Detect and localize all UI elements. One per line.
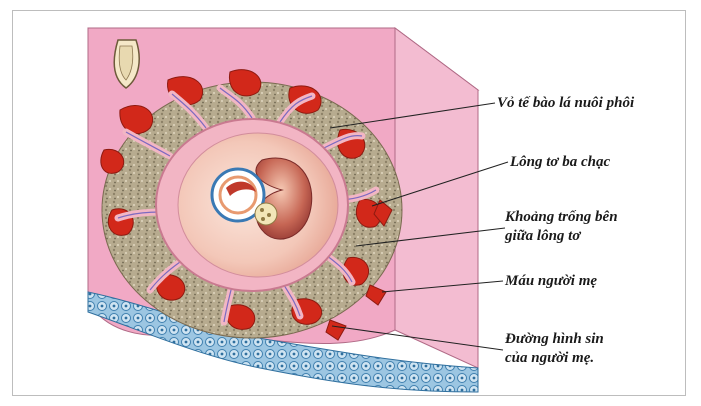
label-line: Khoảng trống bên <box>505 208 618 227</box>
label-line: của người mẹ. <box>505 349 604 368</box>
label-trophoblast: Vỏ tế bào lá nuôi phôi <box>497 94 634 113</box>
label-maternal-sinusoid: Đường hình sin của người mẹ. <box>505 330 604 368</box>
label-line: giữa lông tơ <box>505 227 618 246</box>
label-line: Vỏ tế bào lá nuôi phôi <box>497 94 634 113</box>
label-villi: Lông tơ ba chạc <box>510 153 610 172</box>
label-maternal-blood: Máu người mẹ <box>505 272 597 291</box>
label-line: Lông tơ ba chạc <box>510 153 610 172</box>
yolk-sac <box>255 203 277 225</box>
label-line: Máu người mẹ <box>505 272 597 291</box>
tissue-side-face <box>395 28 478 368</box>
label-line: Đường hình sin <box>505 330 604 349</box>
label-intervillous-space: Khoảng trống bên giữa lông tơ <box>505 208 618 246</box>
